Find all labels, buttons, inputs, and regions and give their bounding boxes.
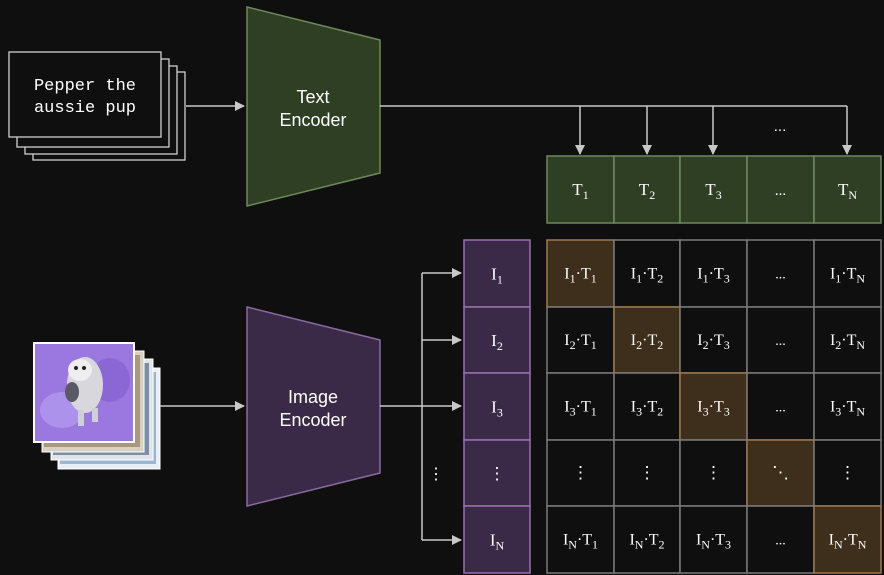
text-encoder-line2: Encoder [279, 110, 346, 130]
matrix-product-label: IN·T1 [563, 532, 598, 552]
matrix-product-label: I1·T2 [631, 266, 663, 286]
matrix-product-label: I3·TN [830, 399, 865, 419]
image-distribution-arrows: ⋮ [380, 268, 462, 545]
matrix-cell: I3·T2 [613, 372, 681, 441]
matrix-cell-diagonal: I3·T3 [679, 372, 748, 441]
matrix-cell: IN·T1 [546, 505, 615, 574]
matrix-product-label: IN·T2 [629, 532, 664, 552]
text-embedding-cell: T3 [679, 155, 748, 224]
text-embedding-cell: T2 [613, 155, 681, 224]
image-embedding-cell: IN [463, 505, 531, 574]
matrix-cell: I3·T1 [546, 372, 615, 441]
image-embedding-label: I2 [491, 331, 503, 353]
image-embedding-cell: I3 [463, 372, 531, 441]
image-encoder-line1: Image [288, 387, 338, 407]
text-input-card [8, 51, 162, 138]
matrix-cell: I1·T2 [613, 239, 681, 308]
matrix-ellipsis: ... [775, 268, 786, 283]
matrix-product-label: I3·T3 [697, 399, 729, 419]
text-distribution-arrows: ... [380, 105, 852, 155]
text-embedding-cell: ... [746, 155, 815, 224]
matrix-cell: I2·TN [813, 306, 882, 374]
matrix-ellipsis: ... [775, 401, 786, 416]
text-embedding-cell: T1 [546, 155, 615, 224]
matrix-ellipsis: ⋮ [572, 463, 589, 482]
text-embedding-cell: TN [813, 155, 882, 224]
image-embedding-label: ⋮ [489, 464, 506, 483]
text-input-line1: Pepper the [34, 77, 136, 96]
matrix-cell: ... [746, 306, 815, 374]
matrix-cell: I1·TN [813, 239, 882, 308]
text-input-line2: aussie pup [34, 99, 136, 118]
matrix-cell: I2·T3 [679, 306, 748, 374]
matrix-cell: I2·T1 [546, 306, 615, 374]
text-input-stack: Pepper the aussie pup [8, 51, 186, 161]
matrix-ellipsis: ⋮ [639, 463, 656, 482]
matrix-product-label: IN·T3 [696, 532, 731, 552]
matrix-cell-diagonal: I1·T1 [546, 239, 615, 308]
similarity-matrix: I1·T1 I1·T2 I1·T3... I1·TN I2·T1 I2·T2 I2·T3..… [546, 239, 882, 574]
matrix-cell: I1·T3 [679, 239, 748, 308]
matrix-product-label: I1·T1 [564, 266, 596, 286]
matrix-cell: ⋮ [679, 439, 748, 507]
matrix-cell: ... [746, 239, 815, 308]
image-embedding-label: I1 [491, 265, 503, 287]
image-embedding-cell: I2 [463, 306, 531, 374]
text-arrow-ellipsis: ... [774, 118, 787, 135]
matrix-cell: ... [746, 372, 815, 441]
image-embedding-label: IN [490, 531, 505, 553]
text-embedding-label: T1 [572, 180, 588, 202]
text-embedding-label: T2 [639, 180, 655, 202]
matrix-ellipsis: ... [775, 334, 786, 349]
image-input-stack [33, 342, 161, 470]
matrix-product-label: I1·TN [830, 266, 865, 286]
image-encoder: Image Encoder [246, 306, 381, 507]
matrix-product-label: I1·T3 [697, 266, 729, 286]
matrix-product-label: I3·T2 [631, 399, 663, 419]
text-embedding-label: TN [838, 180, 857, 202]
matrix-cell-diagonal: I2·T2 [613, 306, 681, 374]
text-embedding-label: T3 [705, 180, 721, 202]
matrix-product-label: I2·T3 [697, 332, 729, 352]
matrix-product-label: I2·TN [830, 332, 865, 352]
matrix-cell-diagonal: IN·TN [813, 505, 882, 574]
matrix-product-label: I2·T1 [564, 332, 596, 352]
matrix-ellipsis: ... [775, 534, 786, 549]
matrix-product-label: I3·T1 [564, 399, 596, 419]
matrix-cell: I3·TN [813, 372, 882, 441]
matrix-ellipsis: ⋮ [839, 463, 856, 482]
matrix-cell: IN·T2 [613, 505, 681, 574]
matrix-product-label: I2·T2 [631, 332, 663, 352]
matrix-cell-diagonal: ⋱ [746, 439, 815, 507]
text-embeddings-row: T1 T2 T3... TN [546, 155, 882, 224]
image-arrow-ellipsis: ⋮ [428, 466, 444, 483]
text-encoder: Text Encoder [246, 6, 381, 207]
image-embedding-cell: ⋮ [463, 439, 531, 507]
text-embedding-label: ... [775, 183, 786, 199]
image-embedding-label: I3 [491, 398, 503, 420]
image-encoder-line2: Encoder [279, 410, 346, 430]
matrix-cell: ⋮ [613, 439, 681, 507]
matrix-product-label: IN·TN [829, 532, 867, 552]
matrix-cell: ⋮ [813, 439, 882, 507]
matrix-cell: ⋮ [546, 439, 615, 507]
text-encoder-line1: Text [296, 87, 329, 107]
matrix-ellipsis: ⋱ [772, 463, 789, 482]
image-embedding-cell: I1 [463, 239, 531, 308]
matrix-ellipsis: ⋮ [705, 463, 722, 482]
matrix-cell: IN·T3 [679, 505, 748, 574]
matrix-cell: ... [746, 505, 815, 574]
